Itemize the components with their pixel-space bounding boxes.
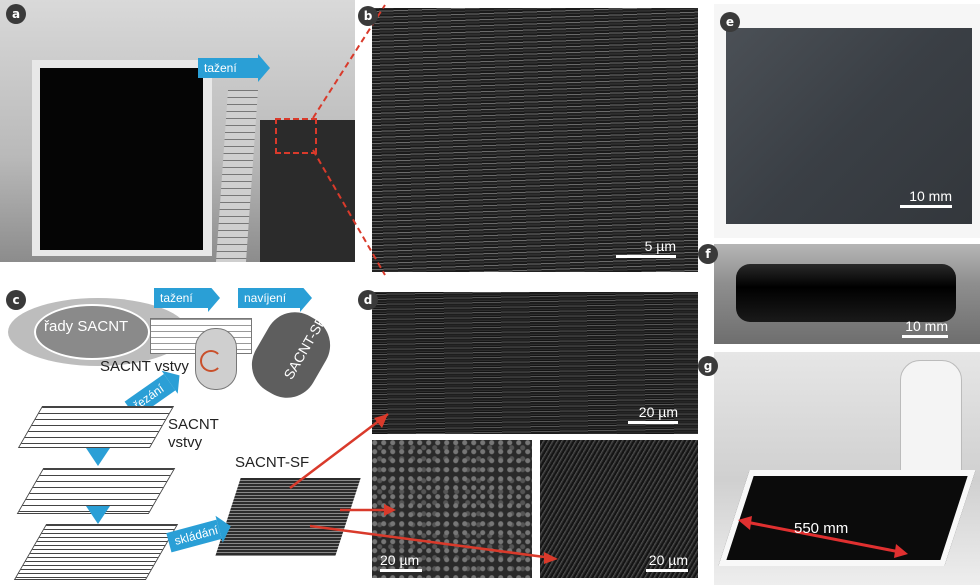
scale-bar-b: 5 µm xyxy=(616,238,676,258)
panel-f-photo: 10 mm xyxy=(714,244,980,344)
panel-e-photo: 10 mm xyxy=(714,4,980,238)
sheet-group-3 xyxy=(13,524,179,580)
guide-lines-a-b xyxy=(312,4,386,276)
label-dimension: 550 mm xyxy=(794,520,849,537)
badge-a: a xyxy=(6,4,26,24)
rotation-icon xyxy=(200,350,222,372)
badge-e: e xyxy=(720,12,740,32)
sacnt-source-inner xyxy=(34,304,150,360)
badge-b: b xyxy=(358,6,378,26)
ruler xyxy=(215,90,259,262)
panel-g-photo: 550 mm xyxy=(714,352,980,585)
scale-bar-d-bl: 20 µm xyxy=(380,552,422,572)
panel-d-sem-top: 20 µm xyxy=(372,292,698,434)
label-source: řady SACNT xyxy=(44,318,129,335)
scale-bar-e: 10 mm xyxy=(900,188,952,208)
badge-c: c xyxy=(6,290,26,310)
badge-g: g xyxy=(698,356,718,376)
panel-d-sem-bottom-right: 20 µm xyxy=(540,440,698,578)
panel-c-schematic: řady SACNT tažení navíjení SACNT-SF SACN… xyxy=(0,288,372,585)
pull-arrow-c: tažení xyxy=(154,288,220,312)
sacnt-sf-sheet xyxy=(726,28,972,224)
dimension-arrow xyxy=(738,516,908,558)
sheet-group-1 xyxy=(17,406,175,448)
pull-arrow: tažení xyxy=(198,54,270,82)
selection-box xyxy=(275,118,317,154)
panel-d-sem-bottom-left: 20 µm xyxy=(372,440,532,578)
guide-arrows-c-d xyxy=(289,413,558,564)
down-arrow-1 xyxy=(86,448,110,466)
panel-b-sem-image: 5 µm xyxy=(372,8,698,272)
label-layers-stack: SACNT vstvy xyxy=(168,416,219,451)
scale-bar-f: 10 mm xyxy=(902,318,948,338)
badge-f: f xyxy=(698,244,718,264)
cnt-film xyxy=(40,68,203,250)
label-block: SACNT-SF xyxy=(235,454,310,471)
badge-d: d xyxy=(358,290,378,310)
wind-arrow-c: navíjení xyxy=(238,288,312,312)
scale-bar-d-top: 20 µm xyxy=(628,404,678,424)
roll-cylinder xyxy=(736,264,956,322)
panel-a: tažení xyxy=(0,0,355,262)
down-arrow-2 xyxy=(86,506,110,524)
scale-bar-d-br: 20 µm xyxy=(646,552,688,572)
